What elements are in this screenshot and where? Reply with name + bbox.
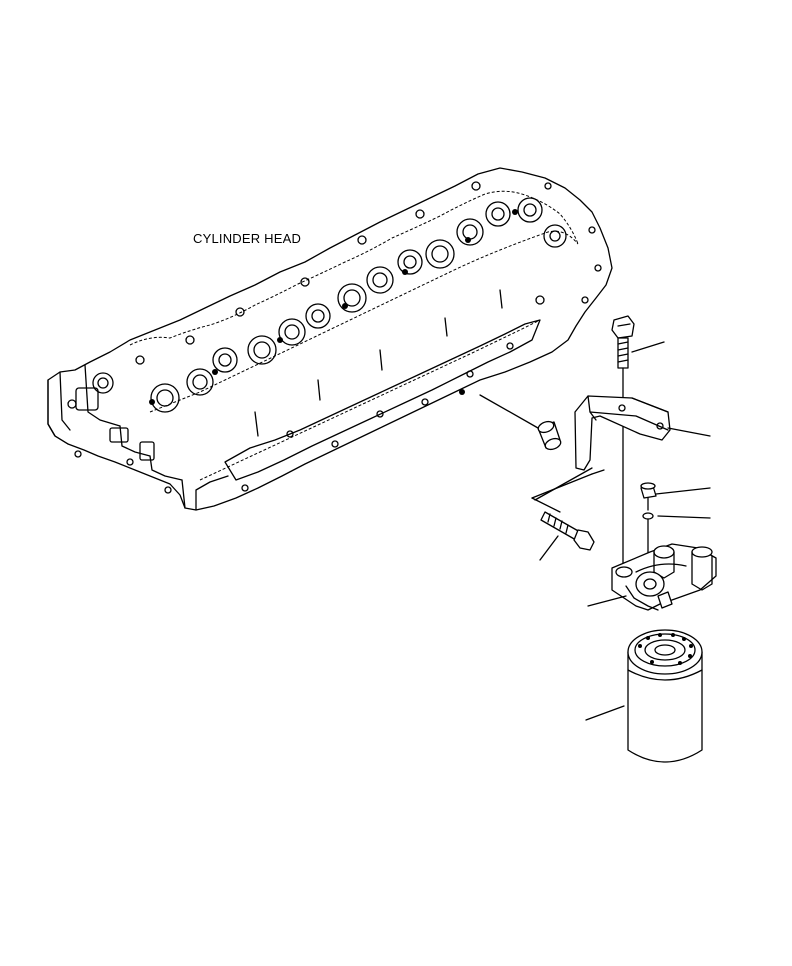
fuel-filter-cartridge xyxy=(585,629,703,763)
mounting-bolt-long xyxy=(531,469,605,561)
filter-head xyxy=(587,543,717,611)
spacer-sleeve xyxy=(479,394,562,451)
bracket-bolt-top xyxy=(611,315,665,569)
filter-threads xyxy=(638,633,693,665)
head-bolts xyxy=(135,181,602,405)
label-cylinder-head: CYLINDER HEAD xyxy=(193,231,302,246)
drain-plug xyxy=(640,482,711,511)
filter-bracket xyxy=(534,395,711,501)
valve-bosses xyxy=(150,197,567,413)
cylinder-head xyxy=(47,167,613,511)
